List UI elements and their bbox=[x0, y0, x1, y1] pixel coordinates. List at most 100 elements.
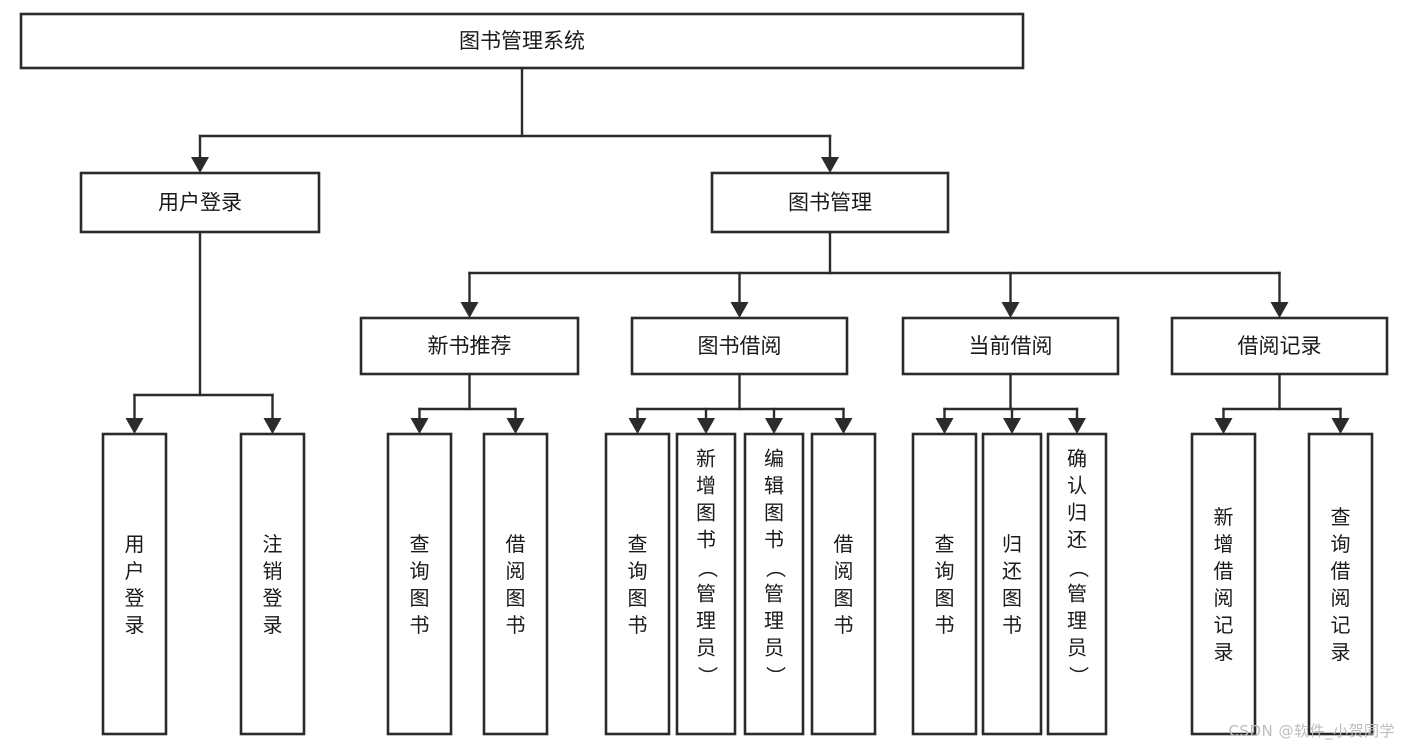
arrow-head-icon bbox=[628, 418, 647, 434]
svg-text:管: 管 bbox=[696, 582, 716, 606]
arrow-head-icon bbox=[263, 418, 282, 434]
node-book-borrow[interactable]: 图书借阅 bbox=[630, 316, 849, 376]
svg-text:询: 询 bbox=[410, 559, 430, 583]
svg-text:记: 记 bbox=[1214, 613, 1234, 637]
node-root-system-label: 图书管理系统 bbox=[459, 29, 585, 53]
svg-text:书: 书 bbox=[506, 613, 526, 637]
node-user-login[interactable]: 用户登录 bbox=[79, 171, 321, 234]
arrow-head-icon bbox=[730, 302, 749, 318]
svg-text:增: 增 bbox=[1214, 532, 1234, 556]
node-new-book-recommend-label: 新书推荐 bbox=[428, 334, 512, 358]
arrow-head-icon bbox=[1331, 418, 1350, 434]
svg-text:查: 查 bbox=[410, 532, 430, 556]
svg-text:记: 记 bbox=[1331, 613, 1351, 637]
svg-text:员: 员 bbox=[696, 636, 716, 660]
svg-text:归: 归 bbox=[1002, 532, 1022, 556]
svg-text:员: 员 bbox=[1067, 636, 1087, 660]
svg-text:（: （ bbox=[1067, 558, 1091, 578]
svg-text:增: 增 bbox=[696, 474, 716, 498]
svg-text:图: 图 bbox=[764, 501, 784, 525]
arrow-head-icon bbox=[697, 418, 715, 434]
node-book-manage[interactable]: 图书管理 bbox=[710, 171, 950, 234]
arrow-head-icon bbox=[1068, 418, 1086, 434]
svg-text:书: 书 bbox=[628, 613, 648, 637]
svg-text:借: 借 bbox=[1331, 559, 1351, 583]
arrow-head-icon bbox=[765, 418, 783, 434]
svg-text:书: 书 bbox=[764, 528, 784, 552]
svg-text:录: 录 bbox=[1214, 640, 1234, 664]
svg-text:员: 员 bbox=[764, 636, 784, 660]
connector-layer bbox=[125, 66, 1350, 434]
node-borrow-record[interactable]: 借阅记录 bbox=[1170, 316, 1389, 376]
svg-text:录: 录 bbox=[263, 613, 283, 637]
svg-text:（: （ bbox=[696, 558, 720, 578]
node-book-borrow-label: 图书借阅 bbox=[698, 334, 782, 358]
svg-text:阅: 阅 bbox=[1331, 586, 1351, 610]
svg-text:理: 理 bbox=[764, 609, 784, 633]
svg-text:书: 书 bbox=[410, 613, 430, 637]
svg-text:图: 图 bbox=[410, 586, 430, 610]
svg-text:询: 询 bbox=[1331, 532, 1351, 556]
svg-text:书: 书 bbox=[696, 528, 716, 552]
svg-text:）: ） bbox=[764, 666, 788, 686]
svg-text:书: 书 bbox=[935, 613, 955, 637]
node-user-login-label: 用户登录 bbox=[158, 191, 242, 215]
svg-text:图: 图 bbox=[696, 501, 716, 525]
svg-text:询: 询 bbox=[628, 559, 648, 583]
svg-text:借: 借 bbox=[506, 532, 526, 556]
svg-text:还: 还 bbox=[1067, 528, 1087, 552]
node-root-system[interactable]: 图书管理系统 bbox=[19, 12, 1025, 70]
svg-text:阅: 阅 bbox=[834, 559, 854, 583]
connector-userlogin-to-leaves bbox=[125, 230, 282, 434]
arrow-head-icon bbox=[460, 302, 479, 318]
svg-text:图: 图 bbox=[834, 586, 854, 610]
connector-newbook-to-leaves bbox=[410, 372, 525, 434]
node-current-borrow-label: 当前借阅 bbox=[969, 334, 1053, 358]
node-borrow-record-label: 借阅记录 bbox=[1238, 334, 1322, 358]
arrow-head-icon bbox=[1001, 302, 1020, 318]
svg-text:登: 登 bbox=[125, 586, 145, 610]
svg-text:录: 录 bbox=[125, 613, 145, 637]
connector-root-to-level2 bbox=[191, 66, 839, 173]
arrow-head-icon bbox=[1003, 418, 1021, 434]
svg-text:用: 用 bbox=[125, 532, 145, 556]
svg-text:理: 理 bbox=[696, 609, 716, 633]
node-book-manage-label: 图书管理 bbox=[788, 191, 872, 215]
node-layer: 图书管理系统用户登录图书管理新书推荐图书借阅当前借阅借阅记录用户登录注销登录查询… bbox=[19, 12, 1389, 736]
svg-text:借: 借 bbox=[834, 532, 854, 556]
arrow-head-icon bbox=[1270, 302, 1289, 318]
svg-text:还: 还 bbox=[1002, 559, 1022, 583]
arrow-head-icon bbox=[506, 418, 525, 434]
svg-text:编: 编 bbox=[764, 447, 784, 471]
svg-text:确: 确 bbox=[1067, 447, 1087, 471]
watermark-label: CSDN @软件_小贺同学 bbox=[1228, 722, 1395, 740]
connector-bookborrow-to-leaves bbox=[628, 372, 853, 434]
arrow-head-icon bbox=[935, 418, 954, 434]
leaf-user-login[interactable]: 用户登录 bbox=[101, 432, 168, 736]
svg-text:书: 书 bbox=[1002, 613, 1022, 637]
node-current-borrow[interactable]: 当前借阅 bbox=[901, 316, 1120, 376]
node-new-book-recommend[interactable]: 新书推荐 bbox=[359, 316, 580, 376]
